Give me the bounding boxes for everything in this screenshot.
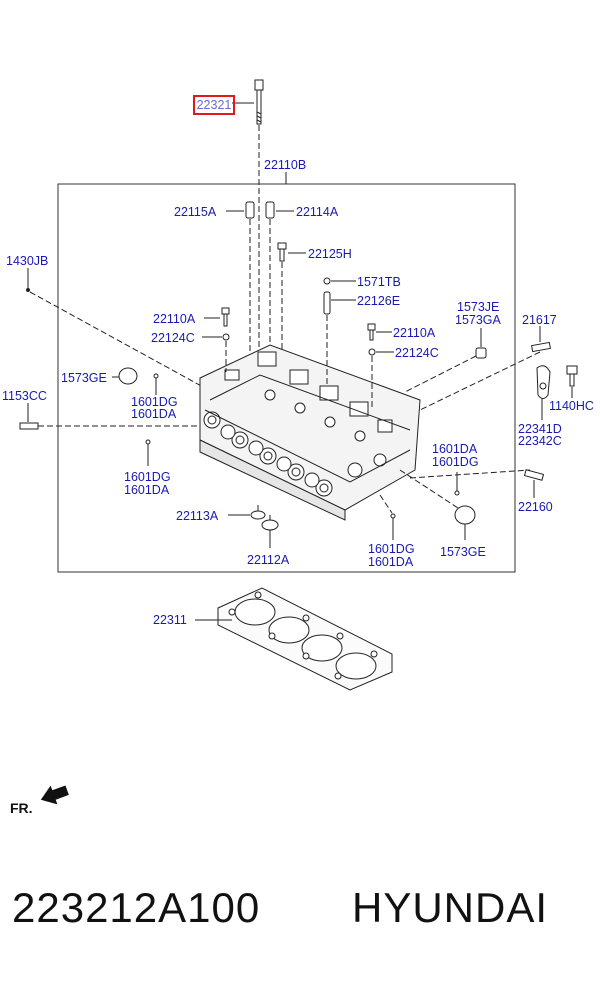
label-22110a-right: 22110A — [393, 326, 436, 340]
label-1573ge-left: 1573GE — [61, 371, 107, 385]
bolt-22125h — [277, 242, 287, 262]
front-arrow-icon — [40, 785, 69, 805]
label-22112a: 22112A — [247, 553, 290, 567]
highlighted-part-label[interactable]: 22321 — [193, 95, 235, 115]
label-22114a: 22114A — [296, 205, 339, 219]
label-1601dg-b: 1601DG — [432, 455, 479, 469]
label-22110a-left: 22110A — [153, 312, 196, 326]
label-22124c-right: 22124C — [395, 346, 439, 360]
dowel-pins — [245, 201, 275, 219]
label-1601da-a: 1601DA — [131, 407, 177, 421]
label-1573ga: 1573GA — [455, 313, 501, 327]
label-22341d: 22341D — [518, 422, 562, 436]
label-1601da-b: 1601DA — [432, 442, 478, 456]
part-number: 223212A100 — [12, 884, 261, 931]
head-gasket — [217, 587, 393, 691]
label-22115a: 22115A — [174, 205, 217, 219]
label-1571tb: 1571TB — [357, 275, 401, 289]
label-1573ge-right: 1573GE — [440, 545, 486, 559]
label-22125h: 22125H — [308, 247, 352, 261]
label-1573je: 1573JE — [457, 300, 500, 314]
label-1601da-c: 1601DA — [124, 483, 170, 497]
label-1601dg-c: 1601DG — [124, 470, 171, 484]
head-bolt — [254, 79, 264, 125]
label-22311: 22311 — [153, 613, 187, 627]
cylinder-head — [199, 344, 421, 521]
label-1601da-d: 1601DA — [368, 555, 414, 569]
plug-1573je — [475, 347, 487, 359]
label-22124c-left: 22124C — [151, 331, 195, 345]
label-22110b: 22110B — [264, 158, 307, 172]
label-1140hc: 1140HC — [549, 399, 594, 413]
label-22113a: 22113A — [176, 509, 219, 523]
label-22126e: 22126E — [357, 294, 401, 308]
label-21617: 21617 — [522, 313, 557, 327]
label-1153cc: 1153CC — [2, 389, 47, 403]
front-marker-label: FR. — [10, 800, 33, 816]
label-1601dg-a: 1601DG — [131, 395, 178, 409]
label-1430jb: 1430JB — [6, 254, 49, 268]
label-22160: 22160 — [518, 500, 553, 514]
brand-name: HYUNDAI — [352, 884, 549, 931]
label-22342c: 22342C — [518, 434, 562, 448]
label-1601dg-d: 1601DG — [368, 542, 415, 556]
